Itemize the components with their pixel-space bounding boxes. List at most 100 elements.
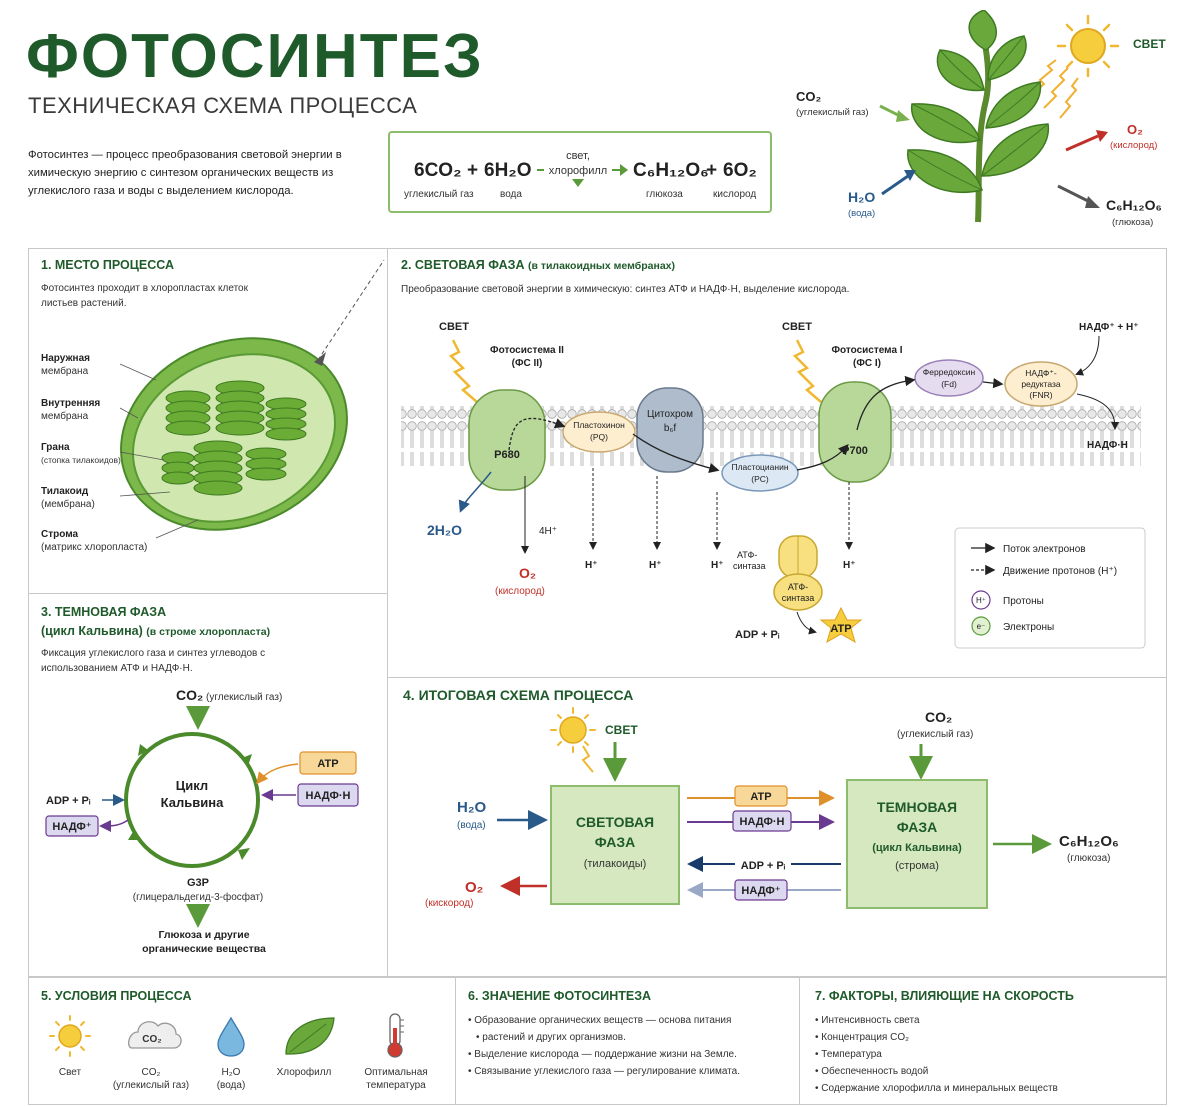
svg-text:ФАЗА: ФАЗА [595, 834, 636, 850]
svg-text:Пластохинон: Пластохинон [573, 420, 625, 430]
conditions-icons: CO₂ [49, 1013, 404, 1058]
svg-text:НАДФ⁺: НАДФ⁺ [52, 821, 91, 833]
summary-o2-label: (кискород) [425, 898, 473, 909]
pointer-lines [119, 363, 199, 539]
light-ray-2 [792, 339, 822, 403]
nadp-reductase [1004, 361, 1078, 407]
plant-light-label: СВЕТ [1133, 37, 1166, 51]
proton-1: H⁺ [585, 560, 598, 571]
section3-text: Фиксация углекислого газа и синтез углев… [41, 648, 266, 674]
calvin-atp-box [299, 751, 357, 775]
svg-text:НАДФ·Н: НАДФ·Н [740, 816, 785, 828]
light-label-1: СВЕТ [439, 321, 469, 333]
atp-synthase [773, 573, 823, 611]
eq-label3: глюкоза [646, 189, 683, 200]
nadp-in-label: НАДФ⁺ + H⁺ [1079, 322, 1139, 333]
plant-o2: O₂ [1127, 122, 1143, 137]
svg-text:Цитохром: Цитохром [647, 409, 693, 420]
svg-text:ФАЗА: ФАЗА [897, 819, 938, 835]
summary-glucose-label: (глюкоза) [1067, 853, 1111, 864]
plant-h2o-arrow [904, 170, 916, 181]
calvin-label1: Цикл [176, 778, 208, 793]
calvin-result1: Глюкоза и другие [158, 929, 249, 941]
condition-chlorophyll: Хлорофилл [276, 1067, 332, 1078]
proton-2: H⁺ [649, 560, 662, 571]
section1-title: 1. МЕСТО ПРОЦЕССА [41, 258, 175, 272]
plant-illustration: СВЕТ CO₂ (углекислый газ) O₂ (кислород) … [796, 10, 1166, 228]
svg-text:ТЕМНОВАЯ: ТЕМНОВАЯ [877, 799, 957, 815]
calvin-g3p: G3P [187, 877, 209, 889]
plant-glucose-arrow [1085, 196, 1100, 208]
summary-nadp-box [734, 879, 788, 901]
ps1-abbr: (ФС I) [853, 358, 881, 369]
label-stroma: Строма(матрикс хлоропласта) [41, 529, 148, 553]
svg-text:b₆f: b₆f [664, 423, 677, 434]
summary-o2: O₂ [465, 879, 483, 896]
condition-water: H₂O(вода) [216, 1067, 246, 1091]
plant-co2-arrow [896, 110, 910, 122]
svg-text:синтаза: синтаза [733, 561, 766, 571]
section6-title: 6. ЗНАЧЕНИЕ ФОТОСИНТЕЗА [468, 989, 652, 1003]
svg-text:(тилакоиды): (тилакоиды) [584, 858, 647, 870]
svg-text:(PC): (PC) [751, 474, 769, 484]
label-grana: Грана(стопка тилакоидов) [41, 442, 121, 465]
equation-graphic: 6CO₂ + 6H₂O свет, хлорофилл C₆H₁₂O₆ + 6O… [404, 150, 757, 200]
svg-text:НАДФ⁺-: НАДФ⁺- [1025, 368, 1057, 378]
svg-text:Электроны: Электроны [1003, 622, 1054, 633]
section4-title: 4. ИТОГОВАЯ СХЕМА ПРОЦЕССА [403, 687, 634, 703]
plant-h2o: H₂O [848, 189, 875, 205]
chloroplast-illustration [119, 259, 385, 539]
calvin-result2: органические вещества [142, 943, 266, 955]
plant-o2-arrow [1096, 130, 1108, 142]
atp-label: ATP [830, 623, 851, 635]
plastoquinone [562, 411, 636, 453]
oxygen-label: O₂ [519, 565, 536, 581]
svg-text:(цикл Кальвина): (цикл Кальвина) [872, 842, 962, 854]
svg-text:редуктаза: редуктаза [1021, 379, 1061, 389]
factor-item: Температура [815, 1046, 1160, 1063]
eq-cond-top: свет, [566, 150, 590, 162]
factor-item: Содержание хлорофилла и минеральных веще… [815, 1080, 1160, 1097]
plant-stem [975, 37, 992, 223]
svg-text:(Fd): (Fd) [941, 379, 957, 389]
eq-plus2: + [706, 160, 717, 181]
intro-text: Фотосинтез — процесс преобразования свет… [28, 149, 342, 197]
p680-label: P680 [494, 449, 520, 461]
sun-icon [49, 1015, 91, 1057]
factors-list: Интенсивность света Концентрация CO₂ Тем… [815, 1012, 1160, 1097]
factor-item: Обеспеченность водой [815, 1063, 1160, 1080]
page-subtitle: ТЕХНИЧЕСКАЯ СХЕМА ПРОЦЕССА [28, 93, 418, 118]
calvin-adp: ADP + Pᵢ [46, 795, 91, 807]
calvin-co2-label: (углекислый газ) [206, 692, 282, 703]
plastocyanin [721, 454, 799, 492]
ps1-label: Фотосистема I [831, 345, 902, 356]
summary-co2-label: (углекислый газ) [897, 729, 973, 740]
eq-plus1: + [467, 160, 478, 181]
calvin-nadph-box [297, 783, 359, 807]
significance-item-cont: растений и других организмов. [468, 1029, 798, 1046]
svg-text:Движение протонов (H⁺): Движение протонов (H⁺) [1003, 566, 1117, 577]
ps2-label: Фотосистема II [490, 345, 564, 356]
svg-text:CO₂: CO₂ [142, 1034, 161, 1045]
water-drop-icon [217, 1016, 245, 1057]
light-ray-1 [448, 339, 478, 403]
ferredoxin [914, 359, 984, 397]
light-phase-box [550, 785, 680, 905]
svg-text:НАДФ⁺: НАДФ⁺ [741, 885, 780, 897]
significance-item: Выделение кислорода — поддержание жизни … [468, 1046, 798, 1063]
svg-text:АТФ-: АТФ- [737, 550, 757, 560]
cloud-icon: CO₂ [127, 1021, 182, 1049]
calvin-cycle-diagram: CO₂ (углекислый газ) Цикл Кальвина ADP +… [45, 687, 359, 955]
summary-light-label: СВЕТ [605, 723, 638, 737]
calvin-g3p-label: (глицеральдегид-3-фосфат) [133, 891, 263, 903]
section2-title: 2. СВЕТОВАЯ ФАЗА (в тилакоидных мембрана… [401, 258, 675, 272]
calvin-nadp-box [45, 815, 99, 837]
h4-label: 4H⁺ [539, 526, 557, 537]
summary-co2: CO₂ [925, 709, 952, 725]
ps2-abbr: (ФС II) [512, 358, 543, 369]
section3-title: 3. ТЕМНОВАЯ ФАЗА [41, 605, 167, 619]
oxygen-sublabel: (кислород) [495, 586, 545, 597]
svg-text:ATP: ATP [750, 791, 771, 803]
svg-text:(строма): (строма) [895, 860, 939, 872]
